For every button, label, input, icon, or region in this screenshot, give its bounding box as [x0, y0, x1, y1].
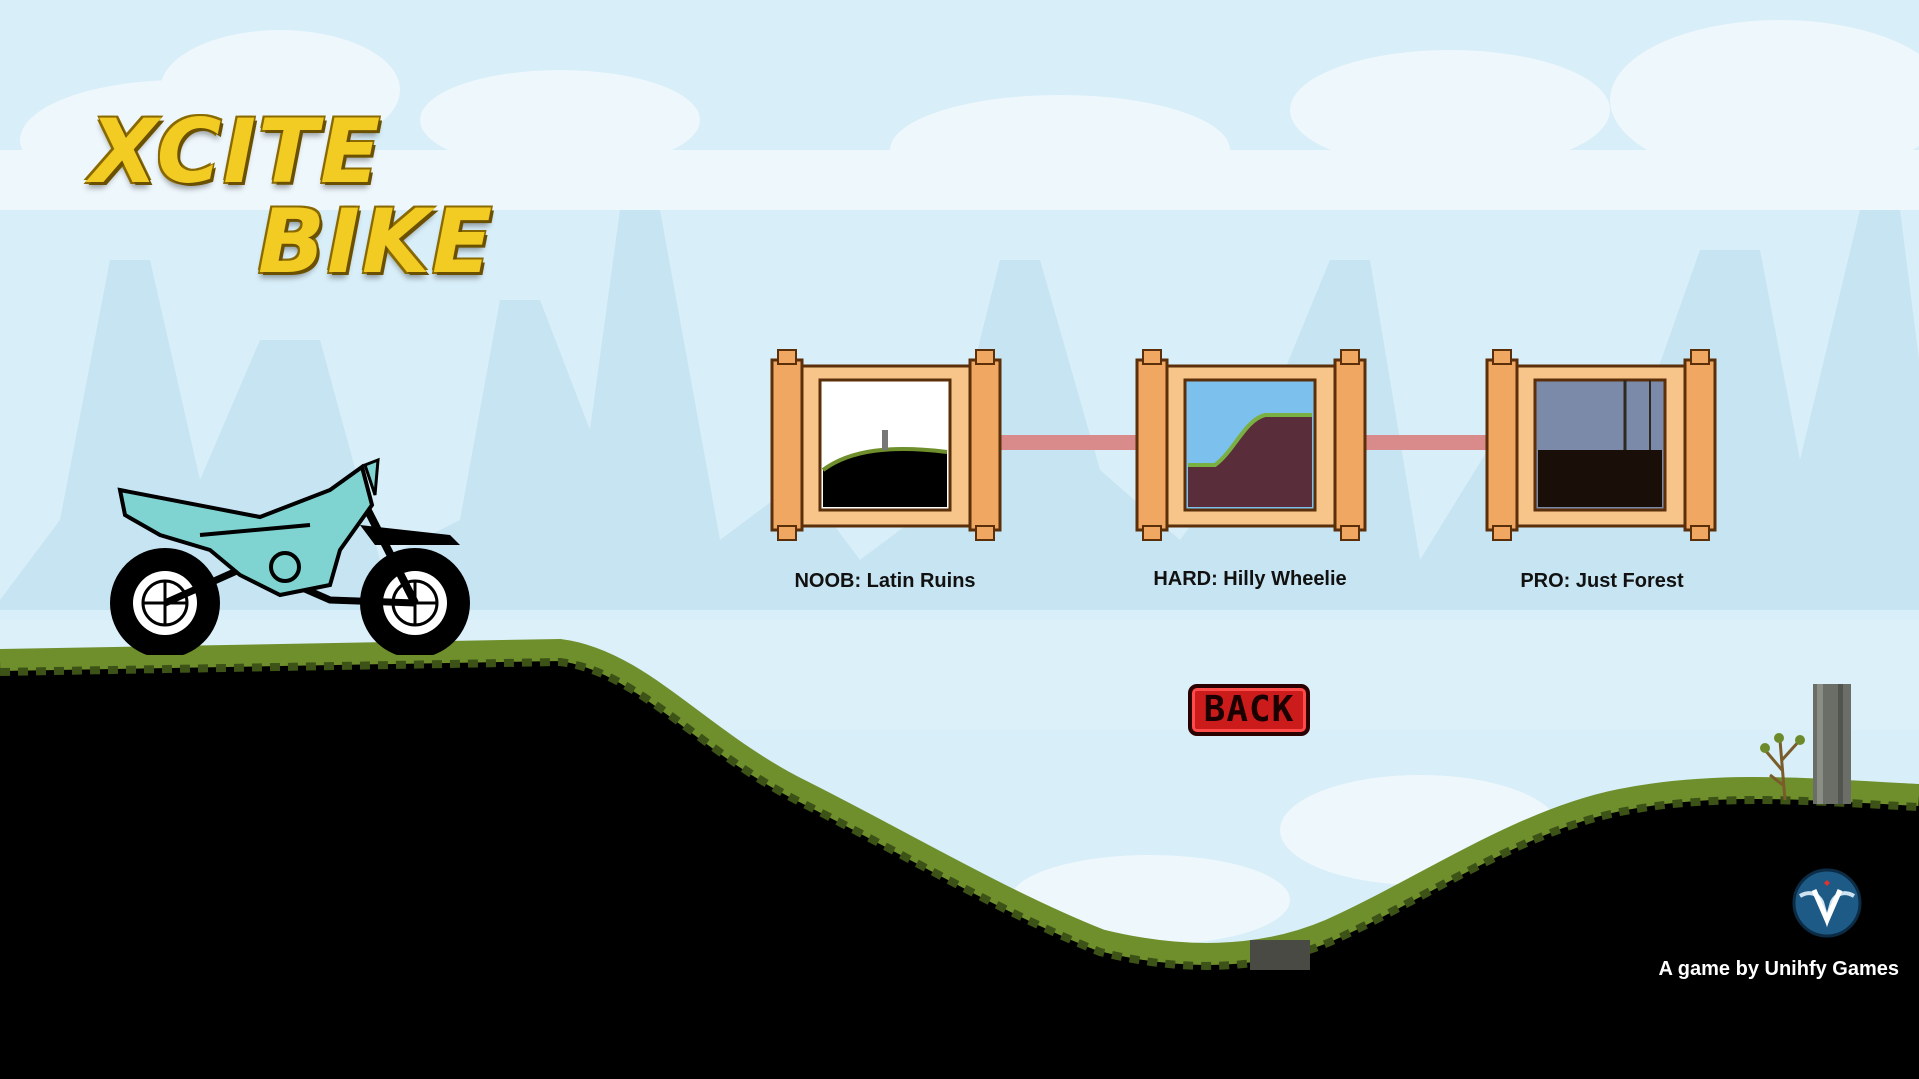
- grass-edge: [0, 638, 1919, 965]
- plant: [1763, 738, 1802, 801]
- level-card-pro[interactable]: [1485, 340, 1725, 550]
- distant-mountains: [0, 210, 1919, 620]
- level-connector-1: [1000, 435, 1140, 450]
- back-button[interactable]: BACK: [1188, 684, 1310, 736]
- ground-hill: [0, 650, 1919, 1079]
- unihfy-games-logo: [1792, 868, 1862, 938]
- level-label-hard: HARD: Hilly Wheelie: [1153, 568, 1347, 590]
- level-label-noob: NOOB: Latin Ruins: [794, 570, 976, 592]
- ruin-column: [1813, 684, 1851, 804]
- rear-wheel: [110, 548, 220, 655]
- stone-patch: [1250, 940, 1310, 970]
- credit-text: A game by Unihfy Games: [1658, 958, 1899, 980]
- level-card-noob[interactable]: [770, 340, 1010, 550]
- game-logo-xcite: XCITE: [90, 100, 383, 203]
- game-logo-bike: BIKE: [258, 190, 495, 293]
- level-connector-2: [1365, 435, 1490, 450]
- level-card-hard[interactable]: [1135, 340, 1375, 550]
- motorbike: [110, 457, 470, 655]
- level-label-pro: PRO: Just Forest: [1520, 570, 1684, 592]
